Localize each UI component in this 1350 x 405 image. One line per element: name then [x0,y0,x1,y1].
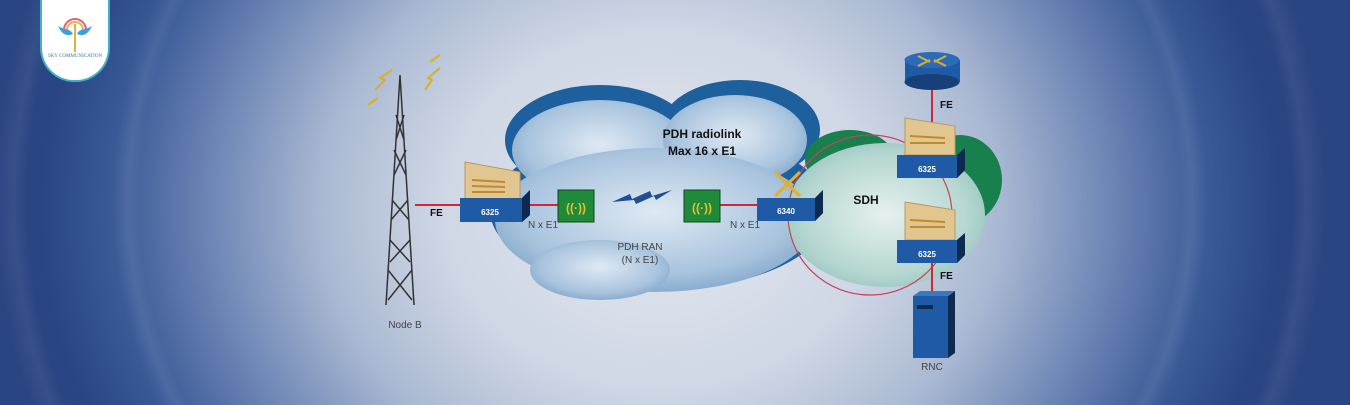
links [415,88,933,292]
svg-text:((·)): ((·)) [692,201,712,215]
rnc-server-icon [913,291,955,358]
fe-bottom-label: FE [940,271,953,282]
radio-right-icon: ((·)) [683,189,721,223]
pdh-ran-label: PDH RAN [617,242,662,253]
device-6325-top [897,117,965,178]
logo-emblem-icon [58,18,92,52]
pdh-ran-sub-label: (N x E1) [622,255,659,266]
router-icon [904,52,960,90]
radio-left-icon: ((·)) [557,189,595,223]
device-bottom-label: 6325 [918,250,936,259]
rnc-label: RNC [921,362,943,373]
sdh-label: SDH [853,193,878,207]
device-6325-left [460,161,530,222]
device-6340-cross-connect [757,170,823,221]
svg-text:((·)): ((·)) [566,201,586,215]
nxe1-right-label: N x E1 [730,220,760,231]
pdh-cloud [490,80,830,300]
pdh-title: PDH radiolink [663,127,742,141]
device-6325-bottom [897,201,965,263]
fe-left-label: FE [430,208,443,219]
fe-top-label: FE [940,100,953,111]
device-top-label: 6325 [918,165,936,174]
tower-icon [367,54,441,306]
radio-link-icon [612,190,672,204]
device-cross-label: 6340 [777,207,795,216]
node-b-label: Node B [388,320,422,331]
pdh-subtitle: Max 16 x E1 [668,144,736,158]
nxe1-left-label: N x E1 [528,220,558,231]
device-left-label: 6325 [481,208,499,217]
logo-text: SKY COMMUNICATION [47,54,103,59]
logo-badge: SKY COMMUNICATION [40,0,110,82]
